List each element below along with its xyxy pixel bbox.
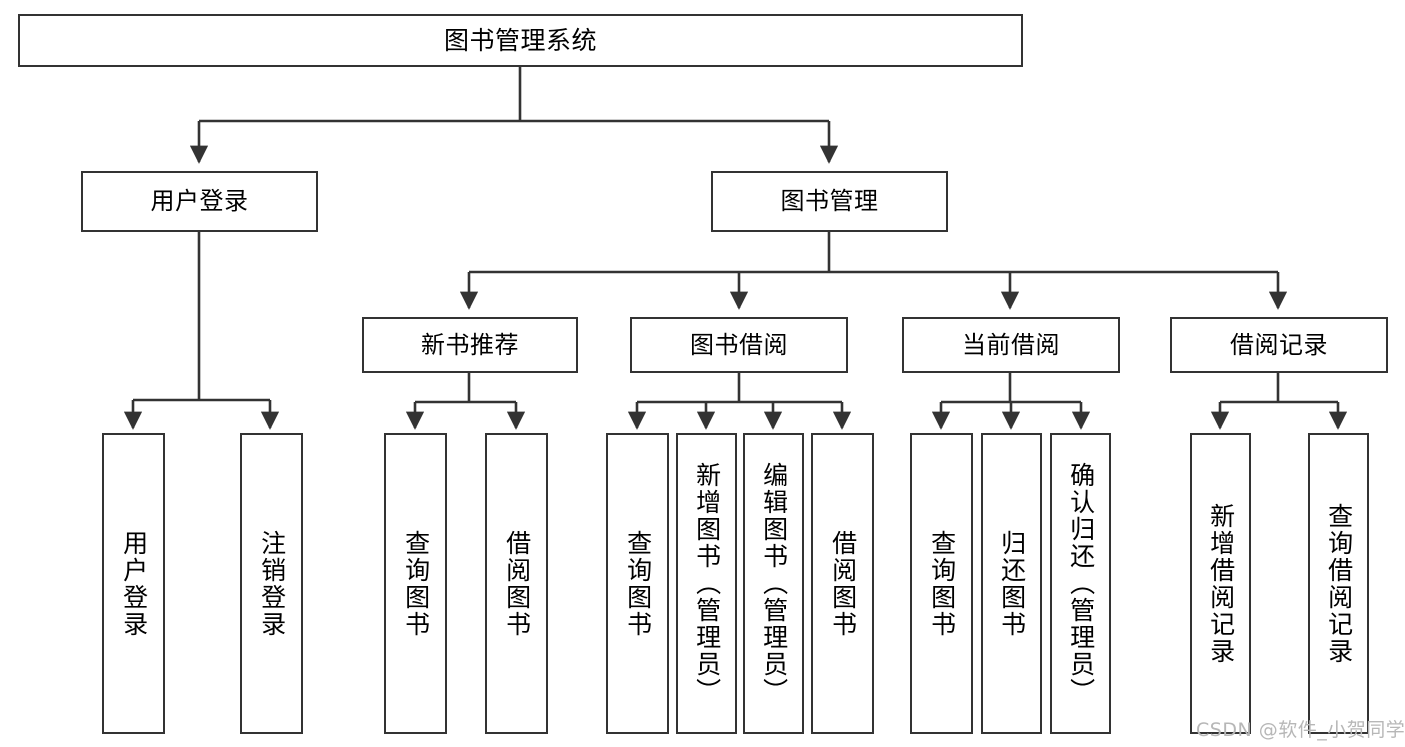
- leaf-confirm-return-admin[interactable]: 确认归还（管理员）: [1050, 433, 1111, 734]
- watermark-text: CSDN @软件_小贺同学: [1196, 719, 1405, 741]
- node-user-login[interactable]: 用户登录: [81, 171, 318, 232]
- node-label: 当前借阅: [962, 330, 1060, 359]
- node-label: 注销登录: [257, 529, 287, 638]
- leaf-query-book-recommend[interactable]: 查询图书: [384, 433, 447, 734]
- leaf-query-book-current[interactable]: 查询图书: [910, 433, 973, 734]
- leaf-logout-login[interactable]: 注销登录: [240, 433, 303, 734]
- node-label: 查询图书: [927, 529, 957, 638]
- node-current-borrow[interactable]: 当前借阅: [902, 317, 1120, 373]
- node-borrow-record[interactable]: 借阅记录: [1170, 317, 1388, 373]
- leaf-borrow-book-recommend[interactable]: 借阅图书: [485, 433, 548, 734]
- node-label: 借阅图书: [828, 529, 858, 638]
- node-root-system[interactable]: 图书管理系统: [18, 14, 1023, 67]
- node-label: 图书管理: [780, 187, 879, 216]
- leaf-user-login[interactable]: 用户登录: [102, 433, 165, 734]
- leaf-borrow-book-borrow[interactable]: 借阅图书: [811, 433, 874, 734]
- node-label: 查询借阅记录: [1324, 502, 1354, 665]
- node-label: 用户登录: [150, 187, 249, 216]
- node-label: 编辑图书（管理员）: [759, 462, 789, 705]
- node-label: 图书借阅: [690, 330, 788, 359]
- node-label: 借阅图书: [502, 529, 532, 638]
- node-label: 新增借阅记录: [1206, 502, 1236, 665]
- leaf-add-book-admin[interactable]: 新增图书（管理员）: [676, 433, 737, 734]
- node-label: 新增图书（管理员）: [692, 462, 722, 705]
- node-book-borrow[interactable]: 图书借阅: [630, 317, 848, 373]
- leaf-query-borrow-record[interactable]: 查询借阅记录: [1308, 433, 1369, 734]
- node-label: 用户登录: [119, 529, 149, 638]
- node-book-management[interactable]: 图书管理: [711, 171, 948, 232]
- node-new-book-recommend[interactable]: 新书推荐: [362, 317, 578, 373]
- leaf-return-book[interactable]: 归还图书: [981, 433, 1042, 734]
- node-label: 查询图书: [623, 529, 653, 638]
- node-label: 图书管理系统: [443, 25, 597, 55]
- node-label: 查询图书: [401, 529, 431, 638]
- node-label: 归还图书: [997, 529, 1027, 638]
- node-label: 借阅记录: [1230, 330, 1328, 359]
- leaf-edit-book-admin[interactable]: 编辑图书（管理员）: [743, 433, 804, 734]
- node-label: 确认归还（管理员）: [1066, 462, 1096, 705]
- node-label: 新书推荐: [421, 330, 519, 359]
- leaf-query-book-borrow[interactable]: 查询图书: [606, 433, 669, 734]
- leaf-add-borrow-record[interactable]: 新增借阅记录: [1190, 433, 1251, 734]
